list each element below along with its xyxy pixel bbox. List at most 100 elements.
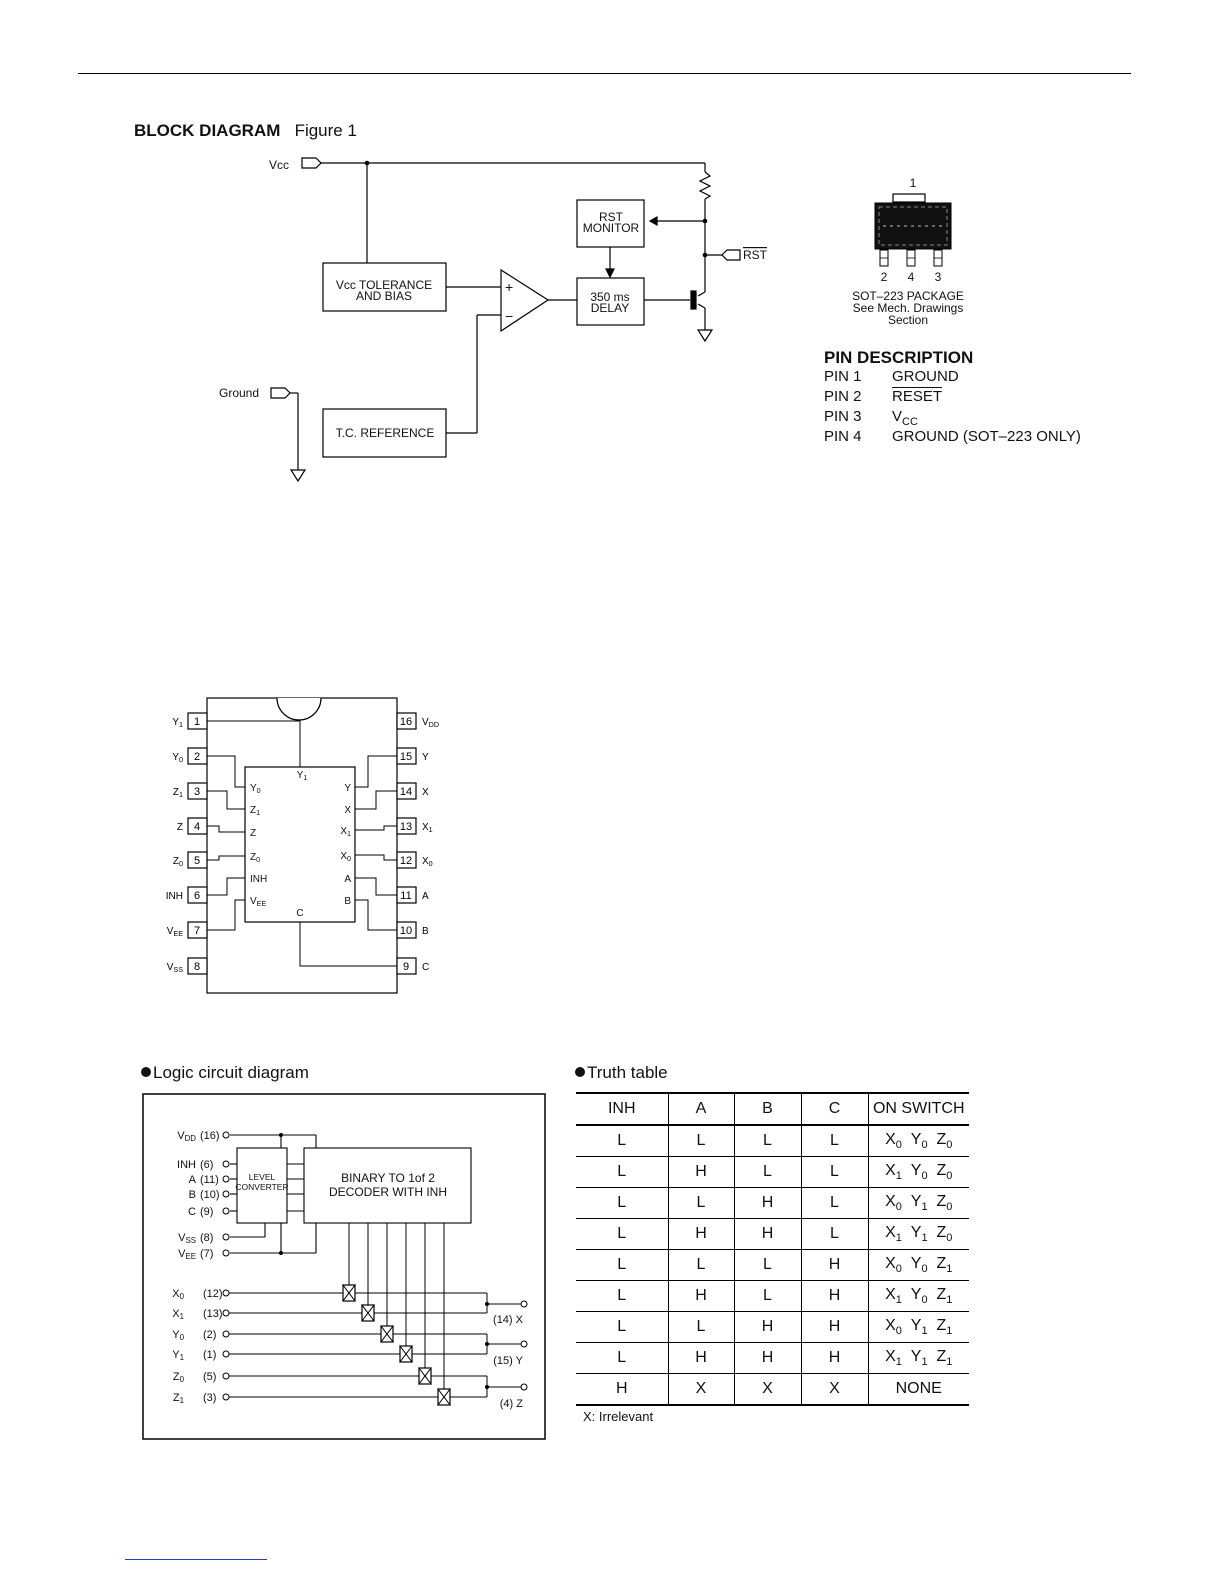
channel-input-name: X0 <box>172 1288 184 1301</box>
pin-label: Z <box>177 822 183 833</box>
truth-table-cell: L <box>576 1342 668 1374</box>
output-label: (15) Y <box>493 1355 523 1367</box>
truth-table-cell: L <box>576 1156 668 1188</box>
block-diagram: Vcc Ground Vcc TOLERANCE AND BIAS T.C. R… <box>219 157 768 483</box>
delay-box <box>576 277 645 326</box>
truth-table-cell: X1 Y0 Z1 <box>867 1280 969 1312</box>
truth-table-cell: H <box>800 1280 868 1312</box>
channel-input-pin: (3) <box>203 1392 216 1404</box>
pin-label: VDD <box>422 717 439 729</box>
rst-output-label: RST <box>743 248 768 262</box>
pin-label: Z0 <box>173 856 183 868</box>
vcc-tolerance-label-2: AND BIAS <box>356 289 412 303</box>
pin-label: Z1 <box>173 787 183 799</box>
supply-input-name: B <box>189 1189 196 1201</box>
input-terminal <box>222 1233 230 1241</box>
bullet-icon <box>575 1067 585 1077</box>
output-label: (4) Z <box>500 1398 524 1410</box>
logic-circuit-title: Logic circuit diagram <box>141 1063 309 1083</box>
truth-table-cell: L <box>667 1249 734 1281</box>
inner-right-label: A <box>344 874 351 885</box>
truth-table-cell: L <box>667 1187 734 1219</box>
pin-number: 9 <box>403 961 409 973</box>
pkg-caption-2: See Mech. Drawings <box>853 301 964 315</box>
truth-table-cell: L <box>800 1187 868 1219</box>
pullup-resistor <box>698 171 712 200</box>
truth-table-cell: H <box>667 1218 734 1250</box>
pin-number: 12 <box>400 855 412 867</box>
truth-table-cell: H <box>667 1280 734 1312</box>
truth-table-header-cell: INH <box>576 1092 668 1126</box>
supply-input-pin: (10) <box>200 1189 220 1201</box>
pin-desc-sub: CC <box>902 416 918 428</box>
pin-number: 6 <box>194 890 200 902</box>
pin-number: 15 <box>400 751 412 763</box>
truth-table-cell: L <box>576 1218 668 1250</box>
supply-input-name: A <box>189 1174 197 1186</box>
truth-table-cell: L <box>800 1156 868 1188</box>
supply-input-pin: (11) <box>200 1174 219 1186</box>
truth-table-cell: L <box>800 1218 868 1250</box>
truth-table-header-cell: C <box>800 1092 868 1126</box>
vcc-terminal <box>301 157 322 169</box>
top-rule <box>78 73 1131 74</box>
pin-label: Y <box>422 752 429 763</box>
supply-input-name: VSS <box>178 1232 196 1245</box>
rst-monitor-label: RST <box>599 210 624 224</box>
truth-table-cell: H <box>733 1187 801 1219</box>
truth-table-cell: H <box>667 1342 734 1374</box>
truth-table-cell: L <box>667 1125 734 1157</box>
pin-number: 5 <box>194 855 200 867</box>
pin-label: X0 <box>422 856 433 868</box>
comparator <box>500 268 550 333</box>
truth-table-cell: X0 Y1 Z0 <box>867 1187 969 1219</box>
decoder-label: BINARY TO 1of 2 <box>341 1171 435 1185</box>
vcc-label: Vcc <box>269 158 289 172</box>
pin-16-box <box>396 712 417 730</box>
pkg-pin-4: 4 <box>908 270 915 284</box>
pin-number: 14 <box>400 786 412 798</box>
inner-left-label: Z1 <box>250 805 260 817</box>
supply-input-name: VEE <box>178 1248 196 1261</box>
inner-left-label: Y0 <box>250 783 261 795</box>
pin-label: VEE <box>167 926 183 938</box>
truth-table-cell: X <box>667 1373 734 1406</box>
input-terminal <box>222 1190 230 1198</box>
inner-left-label: VEE <box>250 896 266 908</box>
logic-circuit-diagram: VDD(16)INH(6)A(11)B(10)C(9)VSS(8)VEE(7) … <box>142 1093 546 1440</box>
pin-number: 11 <box>400 890 411 902</box>
supply-input-pin: (6) <box>200 1159 213 1171</box>
pin-8-box <box>187 957 208 975</box>
truth-table-cell: X0 Y0 Z1 <box>867 1249 969 1281</box>
truth-table-cell: H <box>800 1311 868 1343</box>
level-converter-box <box>236 1147 288 1224</box>
inner-right-label: X0 <box>340 851 351 863</box>
ground-terminal <box>270 387 291 399</box>
supply-input-name: VDD <box>177 1130 196 1143</box>
pin-name: PIN 1 <box>824 368 862 385</box>
truth-table-header-cell: B <box>733 1092 801 1126</box>
channel-input-pin: (1) <box>203 1349 216 1361</box>
pin-name: PIN 3 <box>824 408 862 425</box>
pkg-caption-1: SOT–223 PACKAGE <box>852 289 964 303</box>
supply-input-name: C <box>188 1206 196 1218</box>
input-terminal <box>222 1160 230 1168</box>
truth-table-cell: H <box>576 1373 668 1406</box>
truth-table-header-cell: A <box>667 1092 734 1126</box>
pin-number: 4 <box>194 821 200 833</box>
delay-label-2: DELAY <box>591 301 629 315</box>
delay-label: 350 ms <box>590 290 629 304</box>
pin-number: 3 <box>194 786 200 798</box>
ground-label: Ground <box>219 386 259 400</box>
inner-bottom-label: C <box>296 908 303 919</box>
pin-label: Y0 <box>172 752 183 764</box>
